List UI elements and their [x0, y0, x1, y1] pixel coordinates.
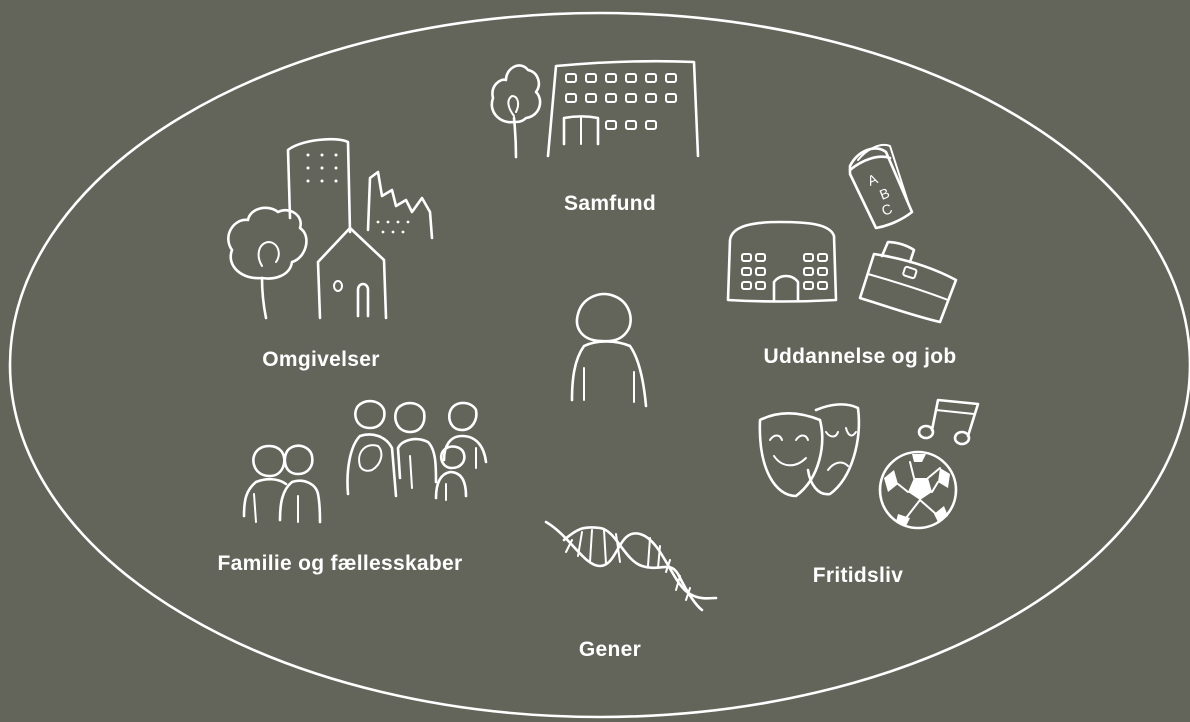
omgivelser-house-icon	[316, 226, 388, 320]
familie-couple-icon	[242, 444, 322, 524]
label-gener: Gener	[578, 638, 642, 661]
omgivelser-tree-icon	[227, 206, 308, 320]
samfund-tree-icon	[490, 64, 542, 159]
fritidsliv-football-icon	[878, 450, 958, 530]
familie-group-icon	[346, 399, 488, 501]
label-uddannelse-og-job: Uddannelse og job	[763, 345, 957, 368]
label-samfund: Samfund	[564, 192, 656, 215]
center-person-icon	[570, 292, 648, 408]
boundary-ellipse	[8, 11, 1190, 719]
omgivelser-tower-icon	[286, 137, 352, 234]
uddannelse-abc-book-icon: A B C	[848, 144, 914, 230]
omgivelser-factory-icon	[366, 170, 434, 240]
svg-text:C: C	[879, 200, 894, 219]
uddannelse-school-building-icon	[726, 220, 838, 303]
samfund-building-icon	[546, 59, 700, 158]
label-omgivelser: Omgivelser	[262, 348, 380, 371]
uddannelse-briefcase-icon	[858, 240, 958, 324]
svg-text:A: A	[865, 170, 880, 189]
label-fritidsliv: Fritidsliv	[812, 564, 904, 587]
gener-dna-icon	[544, 520, 718, 612]
fritidsliv-theater-masks-icon	[758, 403, 861, 498]
svg-text:B: B	[877, 184, 892, 202]
label-familie-og-faellesskaber: Familie og fællesskaber	[217, 552, 463, 575]
fritidsliv-music-note-icon	[917, 398, 980, 446]
